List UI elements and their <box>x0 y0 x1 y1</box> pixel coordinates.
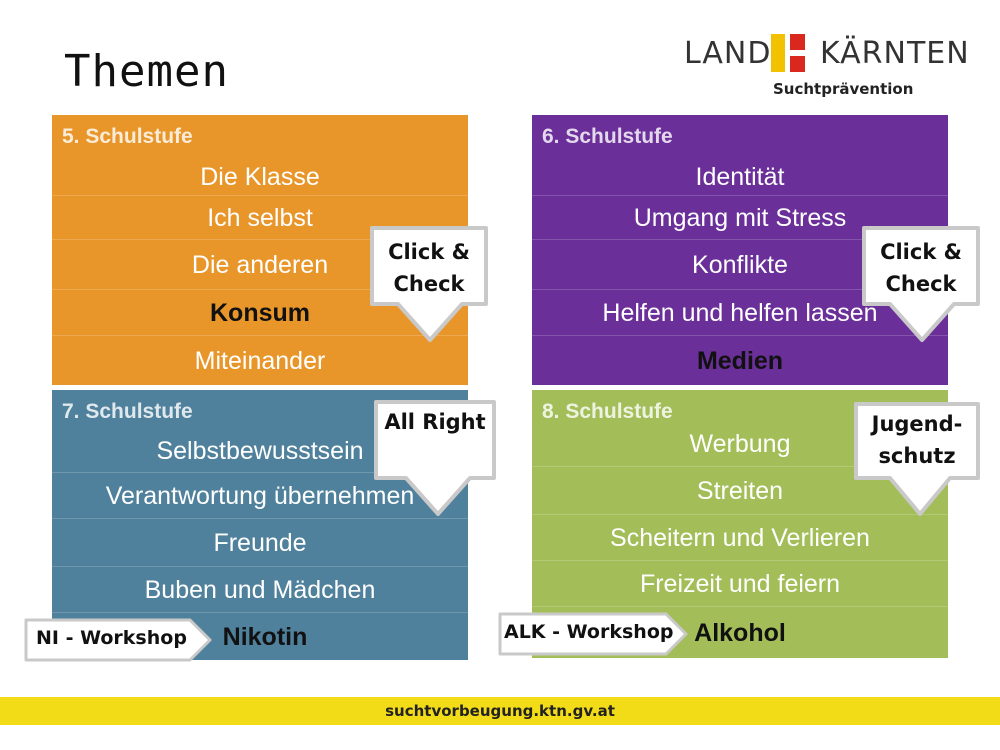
logo-word-land: LAND <box>684 36 772 71</box>
tag-label: NI - Workshop <box>36 627 187 649</box>
topic-row: Selbstbewusstsein <box>156 437 364 465</box>
tag-ni-workshop[interactable]: NI - Workshop <box>24 618 214 662</box>
carinthia-logo-icon <box>771 34 805 72</box>
callout-label: Click & Check <box>880 240 962 296</box>
topic-row: Freizeit und feiern <box>532 560 948 607</box>
topic-row: Identität <box>695 163 785 191</box>
callout-shape <box>370 226 488 342</box>
logo-word-kaernten: KÄRNTEN <box>820 36 970 71</box>
callout-label: Jugend- schutz <box>871 412 963 468</box>
topic-row: Konflikte <box>532 239 948 290</box>
panel-title: 6. Schulstufe <box>542 125 673 148</box>
panel-title: 5. Schulstufe <box>62 125 193 148</box>
logo-subtitle: Suchtprävention <box>773 80 914 98</box>
topic-row: Die Klasse <box>200 163 320 191</box>
callout-shape <box>854 402 980 516</box>
callout-label: Click & Check <box>388 240 470 296</box>
callout-label: All Right <box>384 410 486 434</box>
callout-shape <box>862 226 980 342</box>
callout-click-check[interactable]: Click & Check <box>858 222 984 346</box>
tag-alk-workshop[interactable]: ALK - Workshop <box>498 612 688 656</box>
topic-row: Die anderen <box>52 239 468 290</box>
callout-all-right[interactable]: All Right <box>370 396 500 520</box>
topic-row: Umgang mit Stress <box>532 195 948 240</box>
footer-url[interactable]: suchtvorbeugung.ktn.gv.at <box>0 697 1000 725</box>
tag-label: ALK - Workshop <box>504 621 674 643</box>
topic-row: Werbung <box>689 430 791 458</box>
callout-click-check[interactable]: Click & Check <box>366 222 492 346</box>
topic-row: Streiten <box>532 466 948 515</box>
callout-jugendschutz[interactable]: Jugend- schutz <box>850 398 984 520</box>
tag-shape <box>24 618 212 662</box>
topic-row: Scheitern und Verlieren <box>532 514 948 561</box>
topic-row-highlight: Medien <box>532 335 948 386</box>
topic-row: Freunde <box>52 518 468 567</box>
topic-row: Buben und Mädchen <box>52 566 468 613</box>
topic-row: Ich selbst <box>52 195 468 240</box>
tag-shape <box>498 612 688 656</box>
panel-grade-7: 7. Schulstufe Selbstbewusstsein Verantwo… <box>52 390 468 660</box>
callout-shape <box>374 400 496 516</box>
panel-title: 7. Schulstufe <box>62 400 193 423</box>
topic-row-highlight: Konsum <box>52 289 468 336</box>
topic-row-highlight: Nikotin <box>52 612 468 661</box>
panel-title: 8. Schulstufe <box>542 400 673 423</box>
topic-row: Verantwortung übernehmen <box>52 472 468 519</box>
topic-row-highlight: Alkohol <box>532 606 948 659</box>
page-title: Themen <box>64 46 229 97</box>
topic-row: Miteinander <box>52 335 468 386</box>
topic-row: Helfen und helfen lassen <box>532 289 948 336</box>
